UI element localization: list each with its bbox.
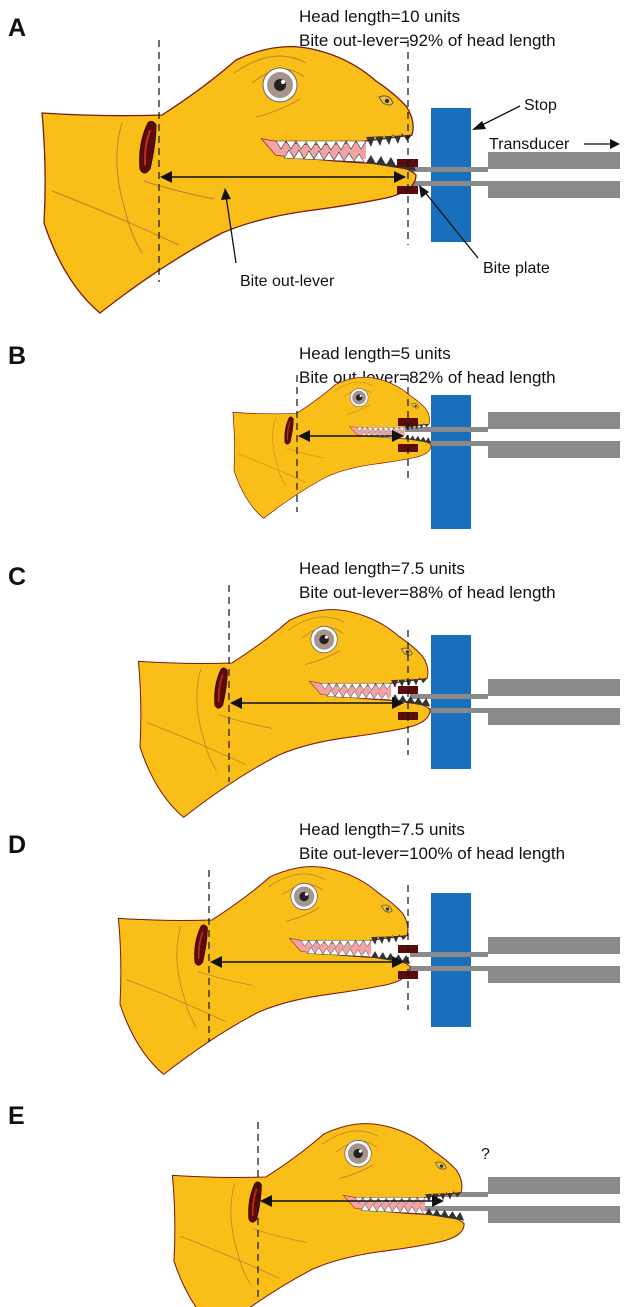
transducer-arrow [584, 139, 620, 149]
panel-c-head-length: Head length=7.5 units [299, 559, 465, 578]
panel-a-head-length: Head length=10 units [299, 7, 460, 26]
panel-letter-c: C [8, 563, 26, 591]
transducer-label: Transducer [489, 136, 570, 153]
out-lever-label: Bite out-lever [240, 273, 335, 290]
bite-plate-label: Bite plate [483, 260, 550, 277]
question-mark: ? [481, 1146, 490, 1163]
panel-e: E ? [8, 1102, 620, 1307]
lizard-head-a [42, 47, 416, 313]
stop-label: Stop [524, 97, 557, 114]
stop-pointer [472, 106, 520, 130]
panel-letter-e: E [8, 1102, 25, 1130]
lizard-head-d [118, 867, 410, 1075]
panel-d-head-length: Head length=7.5 units [299, 820, 465, 839]
lizard-head-e [172, 1124, 464, 1307]
stop-block [431, 893, 471, 1027]
stop-block [431, 108, 471, 242]
panel-letter-d: D [8, 831, 26, 859]
panel-a: A Head length=10 units Bite out-lever=92… [8, 7, 620, 313]
panel-letter-b: B [8, 342, 26, 370]
panel-d: D Head length=7.5 units Bite out-lever=1… [8, 820, 620, 1074]
panel-letter-a: A [8, 14, 26, 42]
stop-block [431, 635, 471, 769]
panel-c: C Head length=7.5 units Bite out-lever=8… [8, 559, 620, 817]
panel-b: B Head length=5 units Bite out-lever=82%… [8, 342, 620, 529]
lizard-head-c [138, 610, 430, 818]
stop-block [431, 395, 471, 529]
panel-d-out-lever: Bite out-lever=100% of head length [299, 844, 565, 863]
panel-c-out-lever: Bite out-lever=88% of head length [299, 583, 556, 602]
panel-b-head-length: Head length=5 units [299, 344, 451, 363]
panel-a-out-lever: Bite out-lever=92% of head length [299, 31, 556, 50]
